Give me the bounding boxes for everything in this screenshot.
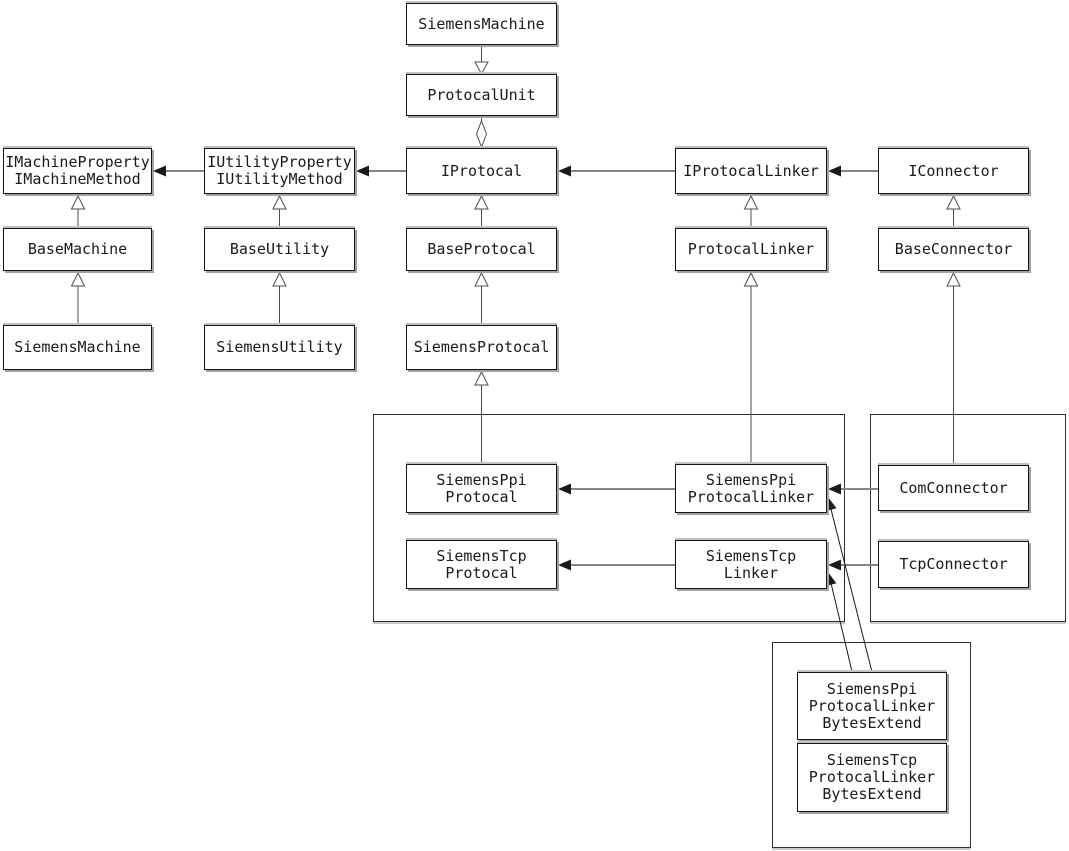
class-name: IMachineProperty <box>5 153 150 171</box>
class-box-protocal-unit: ProtocalUnit <box>406 74 557 116</box>
class-box-base-utility: BaseUtility <box>204 228 355 271</box>
class-box-iprotocal: IProtocal <box>406 148 557 194</box>
class-name: BytesExtend <box>822 713 922 732</box>
class-name: IConnector <box>908 161 999 180</box>
group-protocal-implementations <box>373 414 845 622</box>
edge-baseprotocal-to-iprotocal <box>474 194 489 228</box>
class-name: BytesExtend <box>822 785 922 803</box>
edge-iutility-to-imachine <box>153 165 204 177</box>
class-box-siemens-machine-top: SiemensMachine <box>406 3 557 45</box>
class-box-iutility-property-method: IUtilityProperty IUtilityMethod <box>204 148 355 194</box>
class-box-iprotocal-linker: IProtocalLinker <box>675 148 827 194</box>
edge-baseconnector-to-iconnector <box>946 194 961 228</box>
edge-tcpconnector-to-tcplinker <box>828 559 878 571</box>
class-box-siemens-ppi-protocal-linker: SiemensPpi ProtocalLinker <box>675 464 827 513</box>
edge-ppibytesextend-to-ppilinker <box>825 497 873 673</box>
class-box-siemens-tcp-protocal-linker-bytes-extend: SiemensTcp ProtocalLinker BytesExtend <box>797 743 947 812</box>
edge-iconnector-to-iprotocallinker <box>828 165 878 177</box>
class-box-tcp-connector: TcpConnector <box>878 541 1029 588</box>
class-name: IUtilityProperty <box>207 153 352 171</box>
class-box-siemens-tcp-protocal: SiemensTcp Protocal <box>406 540 557 589</box>
class-name: SiemensPpi <box>826 679 918 698</box>
class-name: ComConnector <box>899 478 1008 497</box>
class-name: Linker <box>723 563 779 582</box>
edge-baseutility-to-iutility <box>272 194 287 228</box>
edge-siemensprotocal-to-baseprotocal <box>474 271 489 325</box>
class-name: SiemensUtility <box>216 338 343 356</box>
group-connectors <box>870 414 1066 622</box>
edge-tcplinker-to-tcpprotocal <box>558 559 675 571</box>
class-name: SiemensPpi <box>436 470 527 489</box>
class-name: ProtocalLinker <box>687 487 815 506</box>
edge-protocallinker-to-iprotocallinker <box>743 194 759 228</box>
class-name: IProtocal <box>440 161 523 180</box>
edge-basemachine-to-imachine <box>70 194 86 228</box>
class-name: ProtocalLinker <box>687 240 815 258</box>
class-name: ProtocalUnit <box>427 85 536 104</box>
class-name: ProtocalLinker <box>808 696 936 715</box>
class-box-protocal-linker: ProtocalLinker <box>675 228 827 271</box>
class-box-base-protocal: BaseProtocal <box>406 228 557 271</box>
class-box-com-connector: ComConnector <box>878 465 1029 511</box>
edge-protocalunit-to-iprotocal-aggregation <box>475 116 488 149</box>
class-name: IProtocalLinker <box>683 161 819 180</box>
class-box-siemens-ppi-protocal: SiemensPpi Protocal <box>406 464 557 513</box>
class-box-base-machine: BaseMachine <box>3 228 152 271</box>
class-name: BaseUtility <box>229 240 330 258</box>
class-name: SiemensMachine <box>418 14 545 33</box>
class-name: SiemensTcp <box>705 546 797 565</box>
class-box-iconnector: IConnector <box>878 148 1029 194</box>
class-name: SiemensTcp <box>436 546 527 565</box>
class-name: Protocal <box>445 487 518 506</box>
class-name: ProtocalLinker <box>808 768 936 786</box>
edge-comconnector-to-ppilinker <box>828 483 878 495</box>
edge-ppilinker-to-protocallinker <box>743 271 759 464</box>
edge-siemensmachine-to-protocalunit <box>474 45 489 76</box>
class-name: SiemensTcp <box>826 751 918 769</box>
class-name: IUtilityMethod <box>216 170 343 188</box>
class-box-siemens-machine: SiemensMachine <box>3 325 152 370</box>
edge-iprotocallinker-to-iprotocal <box>558 165 675 177</box>
class-box-base-connector: BaseConnector <box>878 228 1029 271</box>
class-name: SiemensPpi <box>705 470 797 489</box>
edge-ppilinker-to-ppiprotocal <box>558 483 675 495</box>
edge-ppiprotocal-to-siemensprotocal <box>474 370 489 464</box>
class-name: BaseConnector <box>894 240 1013 258</box>
class-box-siemens-protocal: SiemensProtocal <box>406 325 557 370</box>
class-box-siemens-tcp-linker: SiemensTcp Linker <box>675 540 827 589</box>
class-name: IMachineMethod <box>14 170 141 188</box>
class-box-siemens-utility: SiemensUtility <box>204 325 355 370</box>
group-bytes-extend <box>772 642 971 848</box>
class-box-siemens-ppi-protocal-linker-bytes-extend: SiemensPpi ProtocalLinker BytesExtend <box>797 672 947 740</box>
class-name: TcpConnector <box>899 555 1008 573</box>
class-box-imachine-property-method: IMachineProperty IMachineMethod <box>3 148 152 194</box>
class-name: SiemensProtocal <box>413 338 550 356</box>
class-name: BaseProtocal <box>427 240 536 258</box>
edge-siemensmachine-to-basemachine <box>70 271 86 325</box>
edge-comconnector-to-baseconnector <box>946 271 961 465</box>
class-name: Protocal <box>445 563 518 582</box>
edge-iprotocal-to-iutility <box>356 165 406 177</box>
class-name: SiemensMachine <box>14 338 141 356</box>
class-name: BaseMachine <box>27 240 128 258</box>
edge-siemensutility-to-baseutility <box>272 271 287 325</box>
